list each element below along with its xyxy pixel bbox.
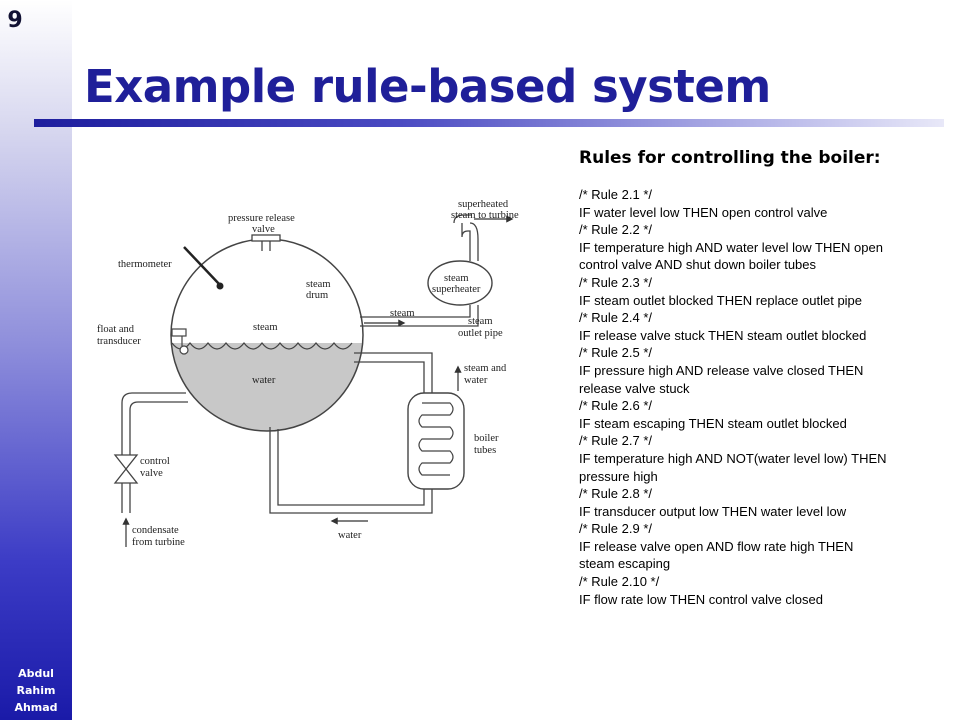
feed-pipe xyxy=(121,392,188,513)
label-steam-water-1: steam and xyxy=(464,363,507,374)
label-pressure-release: pressure release xyxy=(228,213,295,224)
label-steam-arrow: steam xyxy=(390,308,415,319)
label-superheated-2: steam to turbine xyxy=(451,210,519,221)
rule-line: /* Rule 2.2 */ xyxy=(579,222,652,238)
rule-line: /* Rule 2.7 */ xyxy=(579,433,652,449)
label-control-valve-2: valve xyxy=(140,468,163,479)
label-steam-in-drum: steam xyxy=(253,322,278,333)
label-outlet-1: steam xyxy=(468,316,493,327)
rule-line: /* Rule 2.5 */ xyxy=(579,345,652,361)
rule-line: IF transducer output low THEN water leve… xyxy=(579,503,847,519)
boiler-diagram: pressure release valve thermometer steam… xyxy=(97,199,519,548)
rule-line: /* Rule 2.1 */ xyxy=(579,187,652,202)
label-superheated-1: superheated xyxy=(458,199,509,210)
rule-line: /* Rule 2.4 */ xyxy=(579,310,652,326)
label-float-2: transducer xyxy=(97,336,141,347)
label-valve-top: valve xyxy=(252,224,275,235)
label-steam-drum-1: steam xyxy=(306,279,331,290)
author-middle-name: Rahim xyxy=(16,684,56,697)
rule-line: release valve stuck xyxy=(579,380,690,396)
thermometer xyxy=(183,246,224,290)
label-boiler-tubes-2: tubes xyxy=(474,445,496,456)
control-valve xyxy=(113,454,139,484)
label-boiler-tubes-1: boiler xyxy=(474,433,499,444)
rules-heading: Rules for controlling the boiler: xyxy=(579,148,881,168)
label-water-bottom: water xyxy=(338,530,362,541)
rule-line: IF release valve open AND flow rate high… xyxy=(579,538,854,554)
rule-line: /* Rule 2.10 */ xyxy=(579,574,660,590)
label-outlet-2: outlet pipe xyxy=(458,328,503,339)
tube-riser-pipe xyxy=(354,352,433,395)
slide-number: 9 xyxy=(7,8,23,33)
author-last-name: Ahmad xyxy=(14,701,58,714)
rule-line: IF water level low THEN open control val… xyxy=(579,204,828,220)
rule-line: control valve AND shut down boiler tubes xyxy=(579,257,817,273)
drum-water xyxy=(171,342,363,431)
rule-line: IF temperature high AND water level low … xyxy=(579,239,883,255)
author-first-name: Abdul xyxy=(18,667,54,680)
rule-line: IF temperature high AND NOT(water level … xyxy=(579,450,887,466)
sidebar-gradient xyxy=(0,0,72,720)
boiler-tubes xyxy=(407,392,465,490)
label-control-valve-1: control xyxy=(140,456,170,467)
rule-line: IF steam escaping THEN steam outlet bloc… xyxy=(579,415,847,431)
label-water-in-drum: water xyxy=(252,375,276,386)
title-underline-bar xyxy=(34,119,944,127)
rule-line: /* Rule 2.3 */ xyxy=(579,274,652,290)
superheater xyxy=(427,260,493,306)
rule-line: IF pressure high AND release valve close… xyxy=(579,362,864,378)
label-condensate-1: condensate xyxy=(132,525,179,536)
rule-line: IF steam outlet blocked THEN replace out… xyxy=(579,292,863,308)
rule-line: IF release valve stuck THEN steam outlet… xyxy=(579,327,867,343)
rule-line: /* Rule 2.9 */ xyxy=(579,521,652,537)
label-steam-water-2: water xyxy=(464,375,488,386)
label-superheater-1: steam xyxy=(444,273,469,284)
label-superheater-2: superheater xyxy=(432,284,481,295)
slide-title: Example rule-based system xyxy=(84,60,771,113)
pressure-release-valve xyxy=(251,234,281,251)
rule-line: steam escaping xyxy=(579,556,671,572)
rules-list: /* Rule 2.1 */ IF water level low THEN o… xyxy=(579,186,939,608)
rule-line: pressure high xyxy=(579,468,658,484)
label-steam-drum-2: drum xyxy=(306,290,328,301)
author-name: Abdul Rahim Ahmad xyxy=(0,665,72,716)
water-return-pipe xyxy=(269,427,433,514)
rule-line: /* Rule 2.8 */ xyxy=(579,486,652,502)
rule-line: IF flow rate low THEN control valve clos… xyxy=(579,591,823,607)
label-thermometer: thermometer xyxy=(118,259,172,270)
float-transducer xyxy=(171,328,189,355)
rule-line: /* Rule 2.6 */ xyxy=(579,398,652,414)
label-condensate-2: from turbine xyxy=(132,537,185,548)
label-float-1: float and xyxy=(97,324,135,335)
